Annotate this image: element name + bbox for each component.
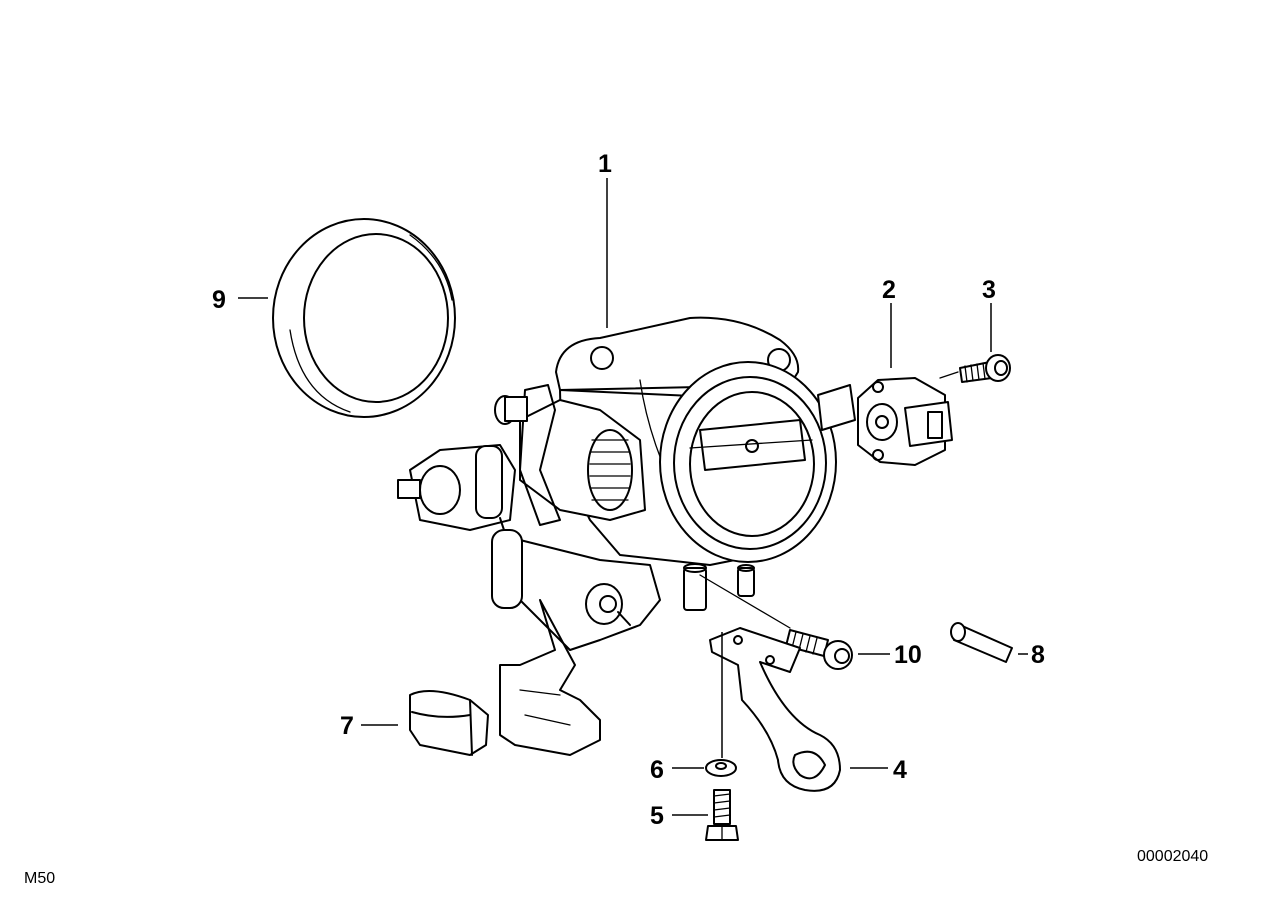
callout-10: 10: [894, 641, 922, 669]
callout-7: 7: [340, 712, 354, 740]
callout-6: 6: [650, 756, 664, 784]
part-6-washer: [705, 759, 737, 777]
part-2-throttle-sensor: [857, 377, 953, 466]
drawing-number: 00002040: [1137, 848, 1208, 865]
part-10-bolt: [785, 629, 853, 670]
part-3-screw: [959, 354, 1011, 383]
callout-3: 3: [982, 276, 996, 304]
part-4-bracket: [709, 627, 841, 792]
callout-9: 9: [212, 286, 226, 314]
leader-lines: [238, 178, 1028, 816]
part-8-dowel-pin: [950, 622, 1013, 663]
part-1-throttle-housing: [397, 316, 856, 756]
part-5-hex-bolt: [705, 789, 739, 841]
part-9-rubber-ring: [272, 218, 456, 418]
callout-8: 8: [1031, 641, 1045, 669]
callout-4: 4: [893, 756, 907, 784]
callout-5: 5: [650, 802, 664, 830]
part-7-clip: [409, 690, 489, 756]
callout-1: 1: [598, 150, 612, 178]
callout-2: 2: [882, 276, 896, 304]
model-label: M50: [24, 870, 55, 887]
